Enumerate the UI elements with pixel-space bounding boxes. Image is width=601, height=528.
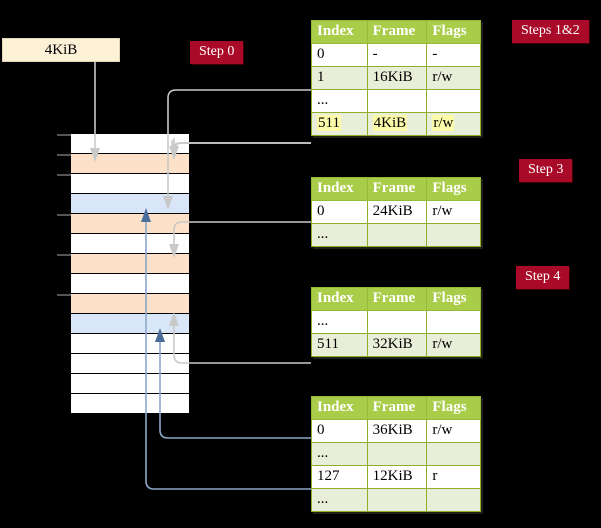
- cell-flags: [426, 223, 481, 247]
- cell-flags: r/w: [426, 200, 481, 224]
- memory-frame-row: [57, 153, 189, 173]
- cell-flags: [426, 442, 481, 466]
- cell-index: 511: [311, 112, 368, 136]
- memory-row-tick: [57, 294, 71, 296]
- step-4-badge: Step 4: [516, 266, 570, 289]
- cell-frame: [366, 89, 428, 113]
- table-row: ...: [311, 223, 481, 247]
- column-header-flags: Flags: [426, 20, 481, 44]
- memory-frame-row: [71, 273, 189, 293]
- cell-frame: 32KiB: [366, 333, 428, 357]
- memory-frame-row: [57, 253, 189, 273]
- memory-frame-row: [57, 293, 189, 313]
- memory-row-tick: [57, 174, 71, 176]
- column-header-flags: Flags: [426, 177, 481, 201]
- cell-index: 127: [311, 465, 368, 489]
- memory-frame-row: [57, 133, 189, 153]
- cell-flags: r/w: [426, 333, 481, 357]
- cell-index: 0: [311, 43, 368, 67]
- highlighted-value: 511: [317, 115, 341, 131]
- cell-index: ...: [311, 223, 368, 247]
- memory-frame-row: [71, 233, 189, 253]
- cell-frame: [366, 442, 428, 466]
- page-box-label: 4KiB: [44, 41, 78, 58]
- step-0-badge: Step 0: [190, 41, 244, 64]
- cell-flags: [426, 310, 481, 334]
- column-header-index: Index: [311, 177, 368, 201]
- cell-flags: -: [426, 43, 481, 67]
- memory-frame-row: [57, 213, 189, 233]
- physical-memory-column: [57, 133, 190, 414]
- memory-row-tick: [57, 134, 71, 136]
- table-row: 511 4KiB r/w: [311, 112, 481, 136]
- cell-flags: r: [426, 465, 481, 489]
- column-header-frame: Frame: [366, 177, 428, 201]
- cell-flags: r/w: [426, 419, 481, 443]
- memory-frame-row: [71, 353, 189, 373]
- cell-frame: 24KiB: [366, 200, 428, 224]
- cell-index: ...: [311, 488, 368, 512]
- column-header-frame: Frame: [366, 20, 428, 44]
- cell-flags: [426, 89, 481, 113]
- cell-frame: 4KiB: [366, 112, 428, 136]
- memory-frame-row: [71, 313, 189, 333]
- cell-flags: [426, 488, 481, 512]
- cell-frame: 36KiB: [366, 419, 428, 443]
- column-header-frame: Frame: [366, 396, 428, 420]
- column-header-flags: Flags: [426, 396, 481, 420]
- cell-frame: [366, 223, 428, 247]
- memory-row-tick: [57, 254, 71, 256]
- memory-frame-row: [71, 333, 189, 353]
- highlighted-value: 4KiB: [372, 115, 408, 131]
- column-header-index: Index: [311, 287, 368, 311]
- cell-index: ...: [311, 89, 368, 113]
- cell-flags: r/w: [426, 66, 481, 90]
- column-header-index: Index: [311, 20, 368, 44]
- table-row: ...: [311, 442, 481, 466]
- cell-frame: 12KiB: [366, 465, 428, 489]
- cell-frame: [366, 310, 428, 334]
- table-row: 0--: [311, 43, 481, 67]
- memory-frame-row: [71, 193, 189, 213]
- table-row: ...: [311, 310, 481, 334]
- memory-row-tick: [57, 214, 71, 216]
- cell-frame: [366, 488, 428, 512]
- step-3-badge: Step 3: [519, 159, 573, 182]
- cell-frame: -: [366, 43, 428, 67]
- cell-index: 1: [311, 66, 368, 90]
- cell-flags: r/w: [426, 112, 481, 136]
- column-header-frame: Frame: [366, 287, 428, 311]
- memory-frame-row: [71, 393, 189, 413]
- memory-frame-row: [71, 373, 189, 393]
- cell-index: ...: [311, 442, 368, 466]
- memory-row-tick: [57, 154, 71, 156]
- highlighted-value: r/w: [432, 115, 455, 131]
- column-header-index: Index: [311, 396, 368, 420]
- table-row: ...: [311, 488, 481, 512]
- cell-index: 0: [311, 200, 368, 224]
- cell-index: 511: [311, 333, 368, 357]
- cell-frame: 16KiB: [366, 66, 428, 90]
- cell-index: ...: [311, 310, 368, 334]
- cell-index: 0: [311, 419, 368, 443]
- steps-1-2-badge: Steps 1&2: [512, 20, 589, 43]
- memory-frame-row: [57, 173, 189, 193]
- column-header-flags: Flags: [426, 287, 481, 311]
- page-box-4kib: 4KiB: [2, 38, 120, 62]
- table-row: ...: [311, 89, 481, 113]
